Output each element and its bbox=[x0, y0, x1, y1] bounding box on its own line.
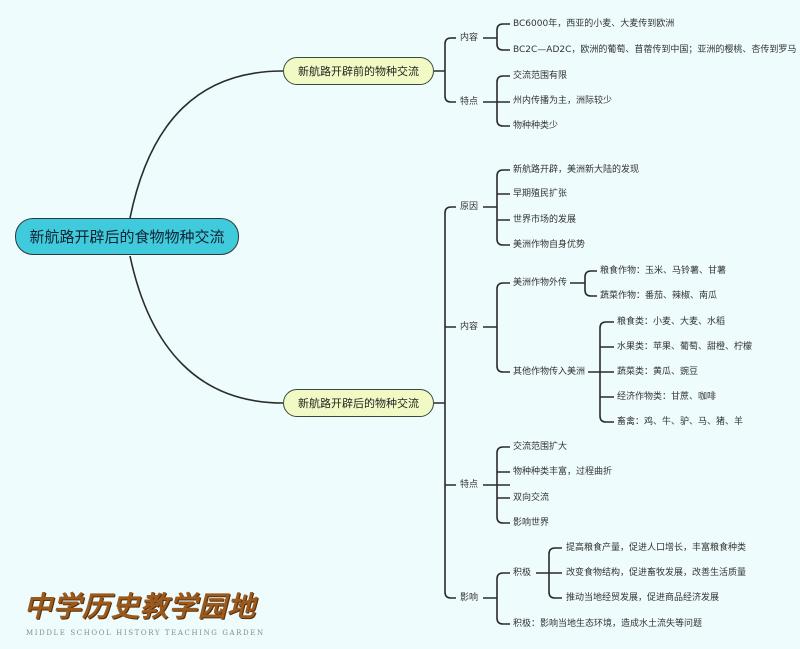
list-item[interactable]: 粮食作物：玉米、马铃薯、甘薯 bbox=[600, 266, 727, 276]
after-content-label[interactable]: 内容 bbox=[460, 322, 479, 332]
watermark-logo: 中学历史教学园地 bbox=[24, 590, 257, 623]
list-item[interactable]: 提高粮食产量，促进人口增长，丰富粮食种类 bbox=[566, 543, 747, 553]
list-item[interactable]: 交流范围扩大 bbox=[513, 442, 568, 452]
positive-label[interactable]: 积极 bbox=[513, 568, 532, 578]
before-features-label[interactable]: 特点 bbox=[460, 97, 479, 107]
list-item[interactable]: 美洲作物自身优势 bbox=[513, 240, 586, 250]
list-item[interactable]: 物种种类丰富，过程曲折 bbox=[513, 467, 613, 477]
list-item[interactable]: 世界市场的发展 bbox=[513, 215, 577, 225]
list-item[interactable]: 蔬菜类：黄瓜、豌豆 bbox=[617, 367, 699, 377]
before-content-label[interactable]: 内容 bbox=[460, 33, 479, 43]
list-item[interactable]: 蔬菜作物：番茄、辣椒、南瓜 bbox=[600, 291, 718, 301]
after-features-label[interactable]: 特点 bbox=[460, 480, 479, 490]
list-item[interactable]: 双向交流 bbox=[513, 493, 550, 503]
list-item[interactable]: BC6000年，西亚的小麦、大麦传到欧洲 bbox=[513, 19, 675, 29]
in-label[interactable]: 其他作物传入美洲 bbox=[513, 367, 586, 377]
list-item[interactable]: 推动当地经贸发展，促进商品经济发展 bbox=[566, 593, 720, 603]
list-item[interactable]: 经济作物类：甘蔗、咖啡 bbox=[617, 392, 717, 402]
list-item[interactable]: 州内传播为主，洲际较少 bbox=[513, 96, 613, 106]
watermark-subtitle: MIDDLE SCHOOL HISTORY TEACHING GARDEN bbox=[26, 629, 265, 637]
root-topic[interactable]: 新航路开辟后的食物物种交流 bbox=[15, 218, 239, 255]
list-item[interactable]: BC2C—AD2C，欧洲的葡萄、苜蓿传到中国；亚洲的樱桃、杏传到罗马 bbox=[513, 45, 797, 55]
list-item[interactable]: 早期殖民扩张 bbox=[513, 189, 568, 199]
list-item[interactable]: 水果类：苹果、葡萄、甜橙、柠檬 bbox=[617, 342, 753, 352]
list-item[interactable]: 交流范围有限 bbox=[513, 71, 568, 81]
list-item[interactable]: 粮食类：小麦、大麦、水稻 bbox=[617, 317, 726, 327]
list-item[interactable]: 改变食物结构，促进畜牧发展，改善生活质量 bbox=[566, 568, 747, 578]
list-item[interactable]: 畜禽：鸡、牛、驴、马、猪、羊 bbox=[617, 417, 744, 427]
after-reasons-label[interactable]: 原因 bbox=[460, 202, 479, 212]
list-item[interactable]: 物种种类少 bbox=[513, 121, 559, 131]
branch-before[interactable]: 新航路开辟前的物种交流 bbox=[283, 57, 434, 85]
list-item[interactable]: 影响世界 bbox=[513, 518, 550, 528]
out-label[interactable]: 美洲作物外传 bbox=[513, 278, 568, 288]
after-impact-label[interactable]: 影响 bbox=[460, 593, 479, 603]
list-item[interactable]: 积极：影响当地生态环境，造成水土流失等问题 bbox=[513, 619, 703, 629]
branch-after[interactable]: 新航路开辟后的物种交流 bbox=[283, 389, 434, 417]
list-item[interactable]: 新航路开辟，美洲新大陆的发现 bbox=[513, 165, 640, 175]
